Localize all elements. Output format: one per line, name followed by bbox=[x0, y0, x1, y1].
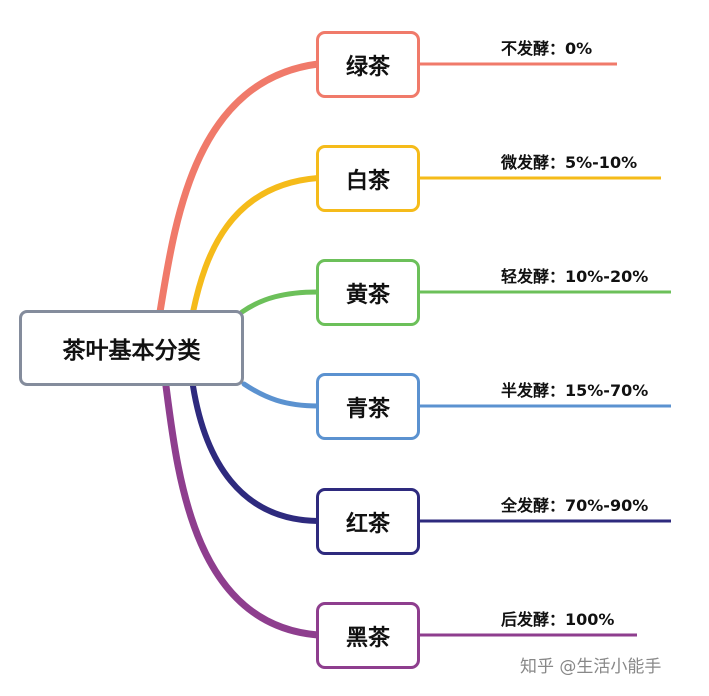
branch-connector-oolong-tea bbox=[241, 381, 321, 409]
branch-connector-black-tea bbox=[190, 383, 321, 524]
branch-connector-dark-tea bbox=[162, 382, 322, 639]
branch-connector-white-tea bbox=[190, 175, 321, 315]
node-black-tea: 红茶 bbox=[316, 488, 420, 555]
node-oolong-tea: 青茶 bbox=[316, 373, 420, 440]
branch-connector-green-tea bbox=[156, 60, 322, 316]
note-dark-tea: 后发酵：100% bbox=[501, 610, 615, 629]
watermark: 知乎 @生活小能手 bbox=[520, 657, 662, 677]
note-green-tea: 不发酵：0% bbox=[501, 39, 593, 58]
node-dark-tea: 黑茶 bbox=[316, 602, 420, 669]
note-black-tea: 全发酵：70%-90% bbox=[501, 496, 649, 515]
node-white-tea: 白茶 bbox=[316, 145, 420, 212]
node-green-tea: 绿茶 bbox=[316, 31, 420, 98]
branch-connector-yellow-tea bbox=[239, 289, 321, 315]
note-yellow-tea: 轻发酵：10%-20% bbox=[501, 267, 649, 286]
root-node: 茶叶基本分类 bbox=[19, 310, 244, 386]
node-yellow-tea: 黄茶 bbox=[316, 259, 420, 326]
note-oolong-tea: 半发酵：15%-70% bbox=[501, 381, 649, 400]
note-white-tea: 微发酵：5%-10% bbox=[501, 153, 638, 172]
